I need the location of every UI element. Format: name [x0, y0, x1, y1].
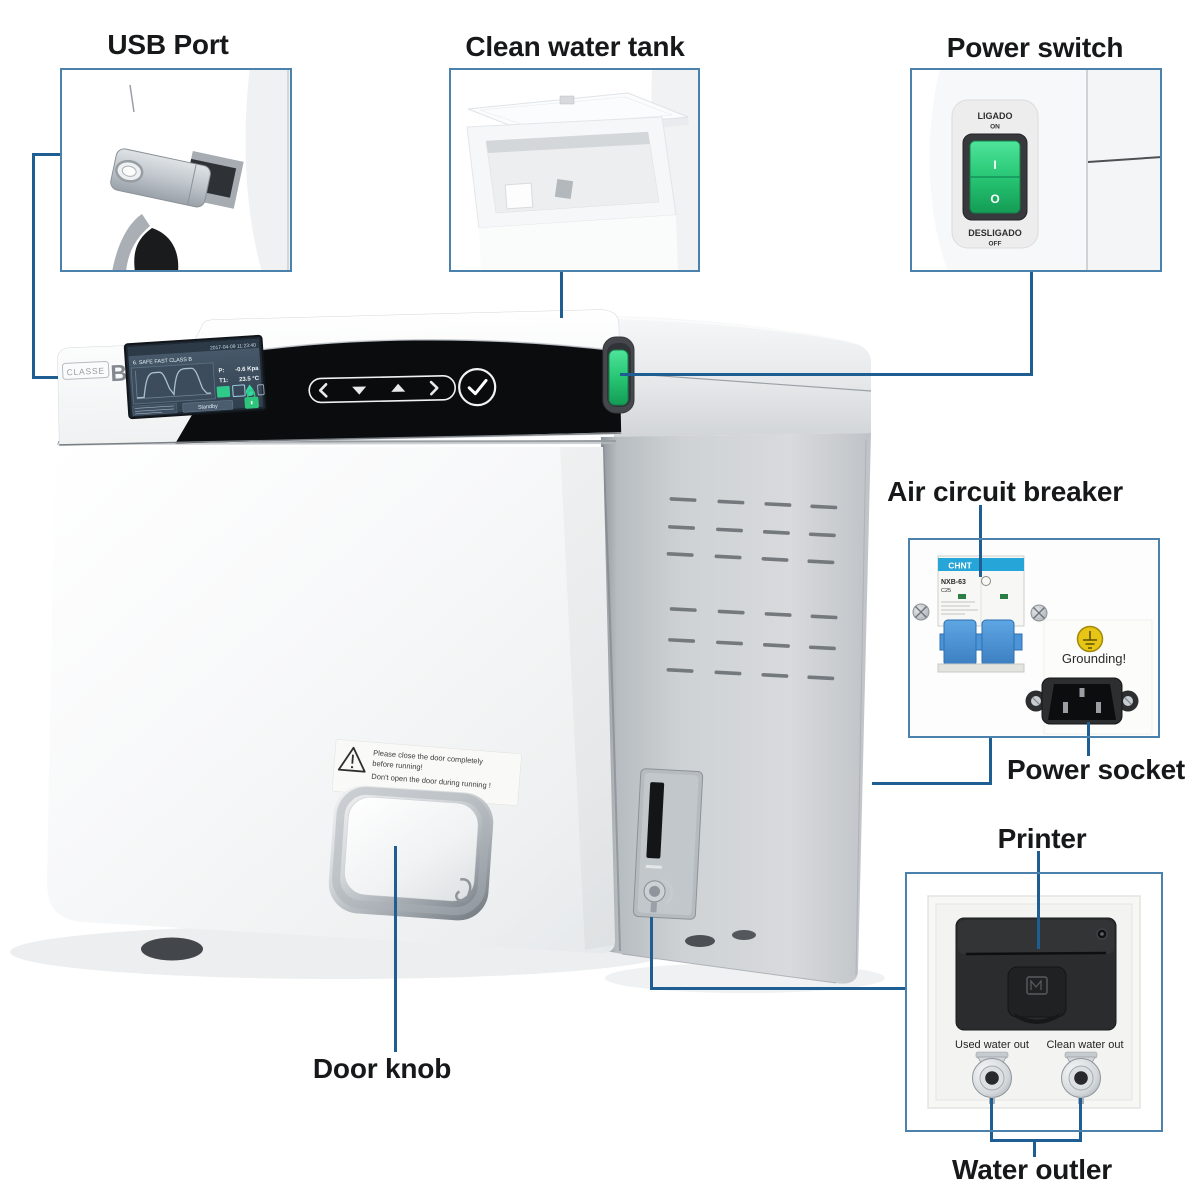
usb-inset-graphics	[110, 68, 292, 272]
standby-button	[182, 399, 234, 413]
brand-badge: CLASSE B	[61, 359, 128, 386]
printer-module	[955, 917, 1117, 1031]
switch-off-word: DESLIGADO	[968, 228, 1022, 238]
control-panel: CLASSE B 2017-04-09 11:23:40 6. SAFE FAS…	[57, 309, 622, 447]
lock-icon	[244, 389, 259, 409]
machine-top	[614, 316, 872, 437]
right-arrow-icon	[429, 380, 439, 396]
tank-level-icon	[216, 385, 231, 398]
water-outlet-label: Water outler	[952, 1154, 1112, 1185]
printer-inset-frame	[905, 872, 1163, 1132]
callout-line-water-join	[990, 1139, 1082, 1142]
door-open-icon	[455, 878, 472, 902]
down-arrow-icon	[352, 386, 367, 395]
rocker-on-mark: I	[993, 158, 996, 172]
panel-screws	[912, 603, 1048, 622]
clean-water-tank-inset-frame	[449, 68, 700, 272]
breaker-brand: CHNT	[948, 561, 972, 571]
usb-port-label: USB Port	[107, 29, 229, 60]
callout-line-water-left	[990, 1098, 993, 1142]
printer-inset-graphics: Used water out Clean water out	[927, 895, 1141, 1109]
power-switch-inset-graphics: LIGADO ON I O DESLIGADO OFF	[929, 68, 1163, 272]
clean-water-tank-label: Clean water tank	[465, 31, 685, 62]
callout-line-switch-horizontal	[620, 373, 1033, 376]
side-printer-slot	[646, 782, 665, 859]
callout-line-usb-bottom	[32, 376, 58, 379]
breaker-rating: C25	[941, 588, 951, 594]
tank-empty-icon	[232, 384, 246, 398]
clean-water-valve	[1061, 1051, 1101, 1104]
display-screen: 2017-04-09 11:23:40 6. SAFE FAST CLASS B…	[123, 334, 267, 420]
grounding-note: Grounding!	[1062, 651, 1126, 666]
check-icon	[467, 378, 488, 396]
touch-controls	[308, 368, 497, 407]
air-circuit-breaker-inset-frame	[908, 538, 1160, 738]
breaker-inset-graphics: CHNT NXB-63 C25 Grounding!	[910, 540, 1158, 736]
switch-off-sub: OFF	[989, 241, 1002, 248]
brand-word: CLASSE	[66, 366, 105, 378]
callout-line-switch-vertical	[1030, 272, 1033, 376]
callout-line-printer-box-vertical	[650, 917, 653, 990]
warning-line-2: before running!	[372, 759, 423, 772]
screen-pressure-value: -0.6 Kpa	[235, 366, 259, 374]
air-circuit-breaker-label: Air circuit breaker	[887, 476, 1123, 507]
confirm-button	[458, 368, 497, 407]
printer-label: Printer	[997, 823, 1087, 854]
door-knob-label: Door knob	[312, 1053, 452, 1084]
brand-letter: B	[110, 359, 128, 386]
callout-line-knob	[394, 846, 397, 1052]
tank-lid	[467, 92, 689, 133]
power-switch-label: Power switch	[946, 32, 1124, 63]
breaker-model: NXB-63	[941, 579, 966, 586]
machine-side	[601, 433, 871, 984]
touch-pill	[308, 375, 456, 404]
grounding-icon	[1076, 625, 1104, 653]
warning-label: Please close the door completely before …	[331, 739, 522, 806]
callout-line-breaker-box-horizontal	[872, 782, 992, 785]
standby-label: Standby	[198, 404, 218, 411]
callout-line-printer-label	[1037, 851, 1040, 949]
usb-cable	[134, 228, 179, 272]
power-socket-label: Power socket	[1006, 754, 1186, 785]
callout-line-socket	[1087, 722, 1090, 756]
up-arrow-icon	[391, 383, 406, 392]
switch-on-sub: ON	[990, 124, 1000, 131]
screen-temp-value: 23.5 °C	[239, 376, 260, 383]
machine-power-switch	[602, 336, 635, 414]
printer-flap	[1007, 966, 1067, 1018]
used-water-label: Used water out	[955, 1039, 1029, 1051]
vent-grid-upper	[666, 497, 838, 565]
door-knob	[328, 785, 494, 921]
warning-triangle-icon	[337, 746, 366, 773]
switch-on-word: LIGADO	[978, 111, 1013, 121]
screen-program: 6. SAFE FAST CLASS B	[133, 357, 193, 367]
bottle-icon	[257, 384, 265, 396]
callout-line-usb-top	[32, 153, 62, 156]
circuit-breaker: CHNT NXB-63 C25	[937, 555, 1025, 673]
power-socket	[1025, 677, 1139, 725]
screen-pressure-label: P:	[218, 368, 224, 374]
side-service-recess	[632, 768, 704, 920]
machine-feet	[141, 930, 756, 961]
callout-line-printer-box-horizontal	[650, 987, 907, 990]
clean-water-label: Clean water out	[1046, 1039, 1123, 1051]
usb-port-inset-frame	[60, 68, 292, 272]
left-arrow-icon	[318, 382, 328, 398]
tank-inset-graphics	[466, 68, 700, 272]
used-water-valve	[972, 1051, 1012, 1104]
callout-line-usb-vertical	[32, 153, 35, 379]
callout-line-water-center	[1033, 1139, 1036, 1157]
callout-line-breaker-box-vertical	[989, 738, 992, 785]
callout-line-breaker-label	[979, 505, 982, 577]
vent-grid-lower	[666, 607, 838, 681]
rocker-off-mark: O	[990, 192, 999, 206]
callout-line-water-right	[1079, 1098, 1082, 1142]
power-switch-inset-frame	[910, 68, 1162, 272]
callout-line-tank	[560, 272, 563, 318]
screen-temp-label: T1:	[219, 378, 228, 385]
screen-datetime: 2017-04-09 11:23:40	[210, 343, 257, 352]
